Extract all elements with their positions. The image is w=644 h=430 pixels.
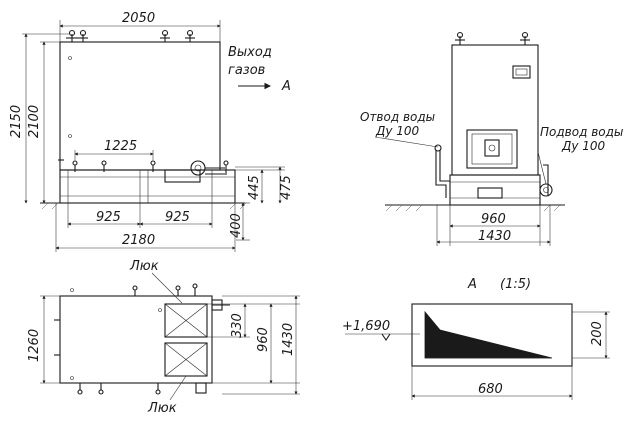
detail-view: A (1:5) +1,690 680 200 [342, 277, 610, 400]
detail-level: +1,690 [342, 319, 390, 334]
label-hatch-bottom: Люк [147, 401, 177, 416]
front-outlet-flange [190, 160, 206, 176]
dim-1225: 1225 [104, 139, 137, 154]
dim-200: 200 [590, 321, 605, 346]
dim-925-left: 925 [96, 210, 121, 225]
dim-2180: 2180 [122, 233, 155, 248]
detail-view-letter: A [467, 277, 477, 292]
front-view: 2050 2150 2100 1225 925 925 2180 [9, 11, 294, 252]
plan-hatch-top [164, 303, 208, 338]
dim-1430-side: 1430 [478, 229, 511, 244]
front-base [59, 169, 236, 204]
dim-2050: 2050 [122, 11, 155, 26]
dim-400: 400 [229, 213, 244, 238]
dim-330: 330 [230, 313, 245, 338]
detail-frame [411, 303, 573, 367]
side-pipe-out [435, 150, 447, 198]
front-body [59, 41, 221, 171]
detail-wedge [424, 310, 553, 359]
label-gas-outlet-1: Выход [228, 45, 272, 60]
dim-960-plan: 960 [256, 327, 271, 352]
side-view: Отвод воды Ду 100 Подвод воды Ду 100 960… [360, 31, 623, 246]
label-water-in-2: Ду 100 [561, 139, 606, 153]
dim-1260: 1260 [27, 329, 42, 362]
side-base [449, 174, 541, 206]
dim-2100: 2100 [27, 105, 42, 138]
dim-445: 445 [247, 175, 262, 200]
side-door [466, 129, 518, 169]
dim-475: 475 [279, 175, 294, 200]
view-arrow-letter: A [281, 79, 291, 94]
label-water-out-2: Ду 100 [375, 124, 420, 138]
dim-680: 680 [478, 382, 503, 397]
detail-scale: (1:5) [500, 277, 531, 292]
plan-body [59, 295, 213, 384]
front-top-valves [66, 29, 195, 42]
dim-1430-plan: 1430 [281, 323, 296, 356]
dim-925-right: 925 [165, 210, 190, 225]
label-hatch-top: Люк [129, 259, 159, 274]
side-pipe-in [543, 164, 549, 196]
dim-960-side: 960 [481, 212, 506, 227]
label-gas-outlet-2: газов [228, 63, 265, 78]
plan-view: Люк Люк 1260 330 960 1430 [27, 259, 300, 416]
side-nameplate [512, 65, 531, 79]
label-water-out-1: Отвод воды [360, 110, 435, 124]
dim-2150: 2150 [9, 105, 24, 138]
label-water-in-1: Подвод воды [540, 125, 623, 139]
